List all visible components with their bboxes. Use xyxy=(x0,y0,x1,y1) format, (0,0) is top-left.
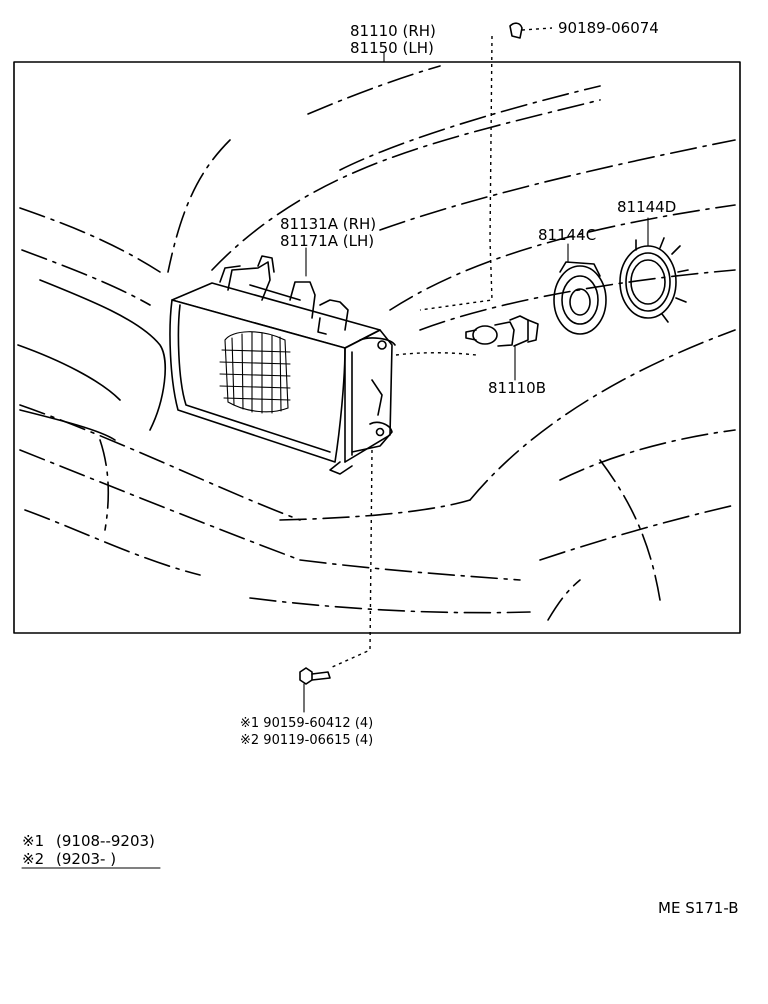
label-screw-1: ※1 90159-60412 (4) xyxy=(240,716,373,731)
label-screw-2: ※2 90119-06615 (4) xyxy=(240,733,373,748)
footnote-2-mark: ※2 xyxy=(22,850,44,868)
label-socket-cover-d: 81144D xyxy=(617,198,676,216)
lens-grid xyxy=(219,331,291,414)
footnotes: ※1 (9108--9203) ※2 (9203- ) xyxy=(21,832,161,869)
label-bulb: 81110B xyxy=(488,379,546,397)
leader-lines xyxy=(305,51,477,669)
clip-part xyxy=(419,22,553,311)
diagram-frame xyxy=(13,61,741,634)
footnote-1-text: (9108--9203) xyxy=(56,832,155,850)
label-clip: 90189-06074 xyxy=(558,19,659,37)
vehicle-body-outline xyxy=(17,65,736,621)
label-unit-rh: 81131A (RH) xyxy=(280,215,376,233)
socket-cover-d xyxy=(619,217,689,323)
socket-cover-c xyxy=(553,243,607,335)
footnote-2-text: (9203- ) xyxy=(56,850,116,868)
label-headlamp-assy-lh: 81150 (LH) xyxy=(350,39,434,57)
drawing-code: ME S171-B xyxy=(658,899,739,917)
label-headlamp-assy-rh: 81110 (RH) xyxy=(350,22,436,40)
label-socket-cover-c: 81144C xyxy=(538,226,596,244)
headlamp-assembly xyxy=(169,282,396,475)
screw-part xyxy=(299,667,331,713)
label-unit-lh: 81171A (LH) xyxy=(280,232,374,250)
bulb-part xyxy=(465,315,539,381)
footnote-1-mark: ※1 xyxy=(22,832,44,850)
lamp-brackets xyxy=(219,255,349,335)
